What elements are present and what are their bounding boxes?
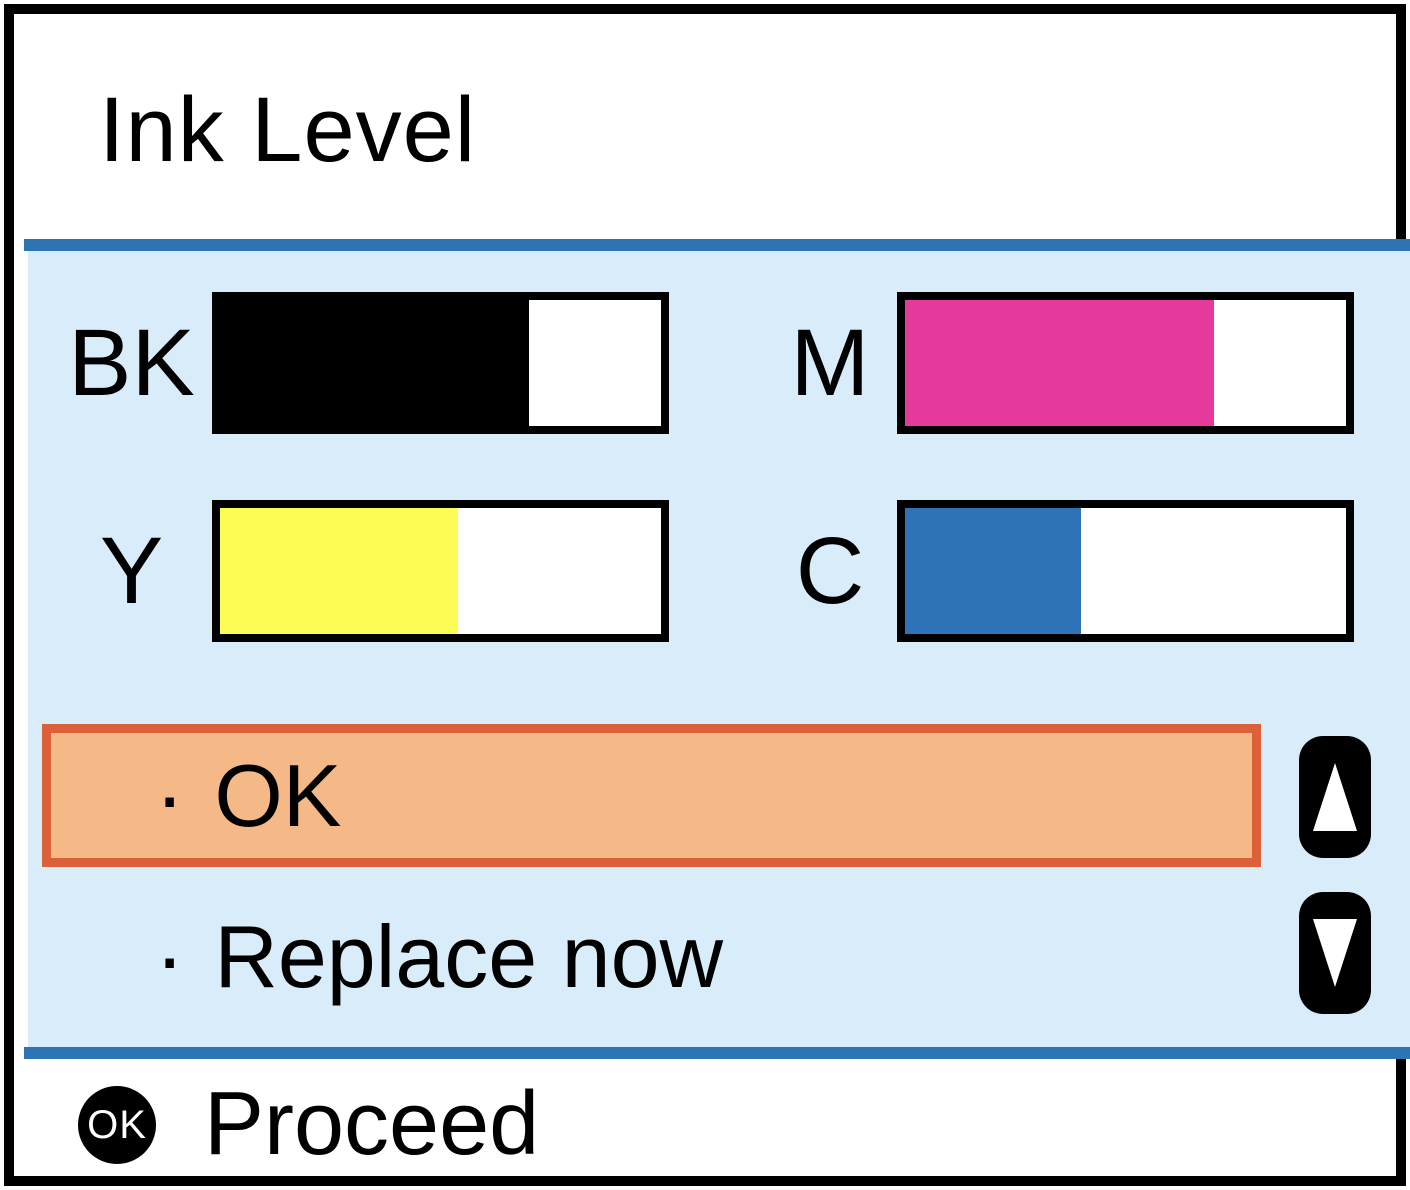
scroll-up-button[interactable]	[1299, 736, 1371, 858]
page-title: Ink Level	[99, 79, 477, 181]
ink-label-c: C	[795, 517, 865, 624]
menu-option-ok[interactable]: · OK	[42, 724, 1261, 867]
menu-option-replace-now[interactable]: · Replace now	[42, 894, 1261, 1019]
menu-option-replace-now-label: Replace now	[214, 906, 724, 1006]
ink-label-y: Y	[99, 517, 164, 624]
footer-action-label: Proceed	[204, 1074, 540, 1174]
scroll-down-button[interactable]	[1299, 892, 1371, 1014]
ink-label-m: M	[790, 309, 870, 416]
ink-bar-bk	[212, 292, 669, 434]
ink-fill-m	[905, 300, 1214, 426]
ink-bar-c	[897, 500, 1354, 642]
down-arrow-icon	[1313, 919, 1357, 987]
up-arrow-icon	[1313, 763, 1357, 831]
menu-option-ok-label: OK	[214, 745, 342, 845]
ok-key-icon: OK	[78, 1086, 156, 1164]
bullet-icon: ·	[155, 906, 185, 1006]
footer-divider	[24, 1047, 1410, 1059]
ink-bar-m	[897, 292, 1354, 434]
ink-fill-y	[220, 508, 459, 634]
footer-proceed-action[interactable]: OK Proceed	[14, 1059, 1410, 1190]
ink-label-bk: BK	[68, 309, 195, 416]
ink-fill-c	[905, 508, 1082, 634]
ink-bar-y	[212, 500, 669, 642]
printer-lcd-screen: Ink Level BK M Y C · OK · Replace now OK…	[4, 4, 1410, 1186]
title-divider	[24, 239, 1410, 251]
bullet-icon: ·	[155, 745, 185, 845]
ink-fill-bk	[220, 300, 529, 426]
